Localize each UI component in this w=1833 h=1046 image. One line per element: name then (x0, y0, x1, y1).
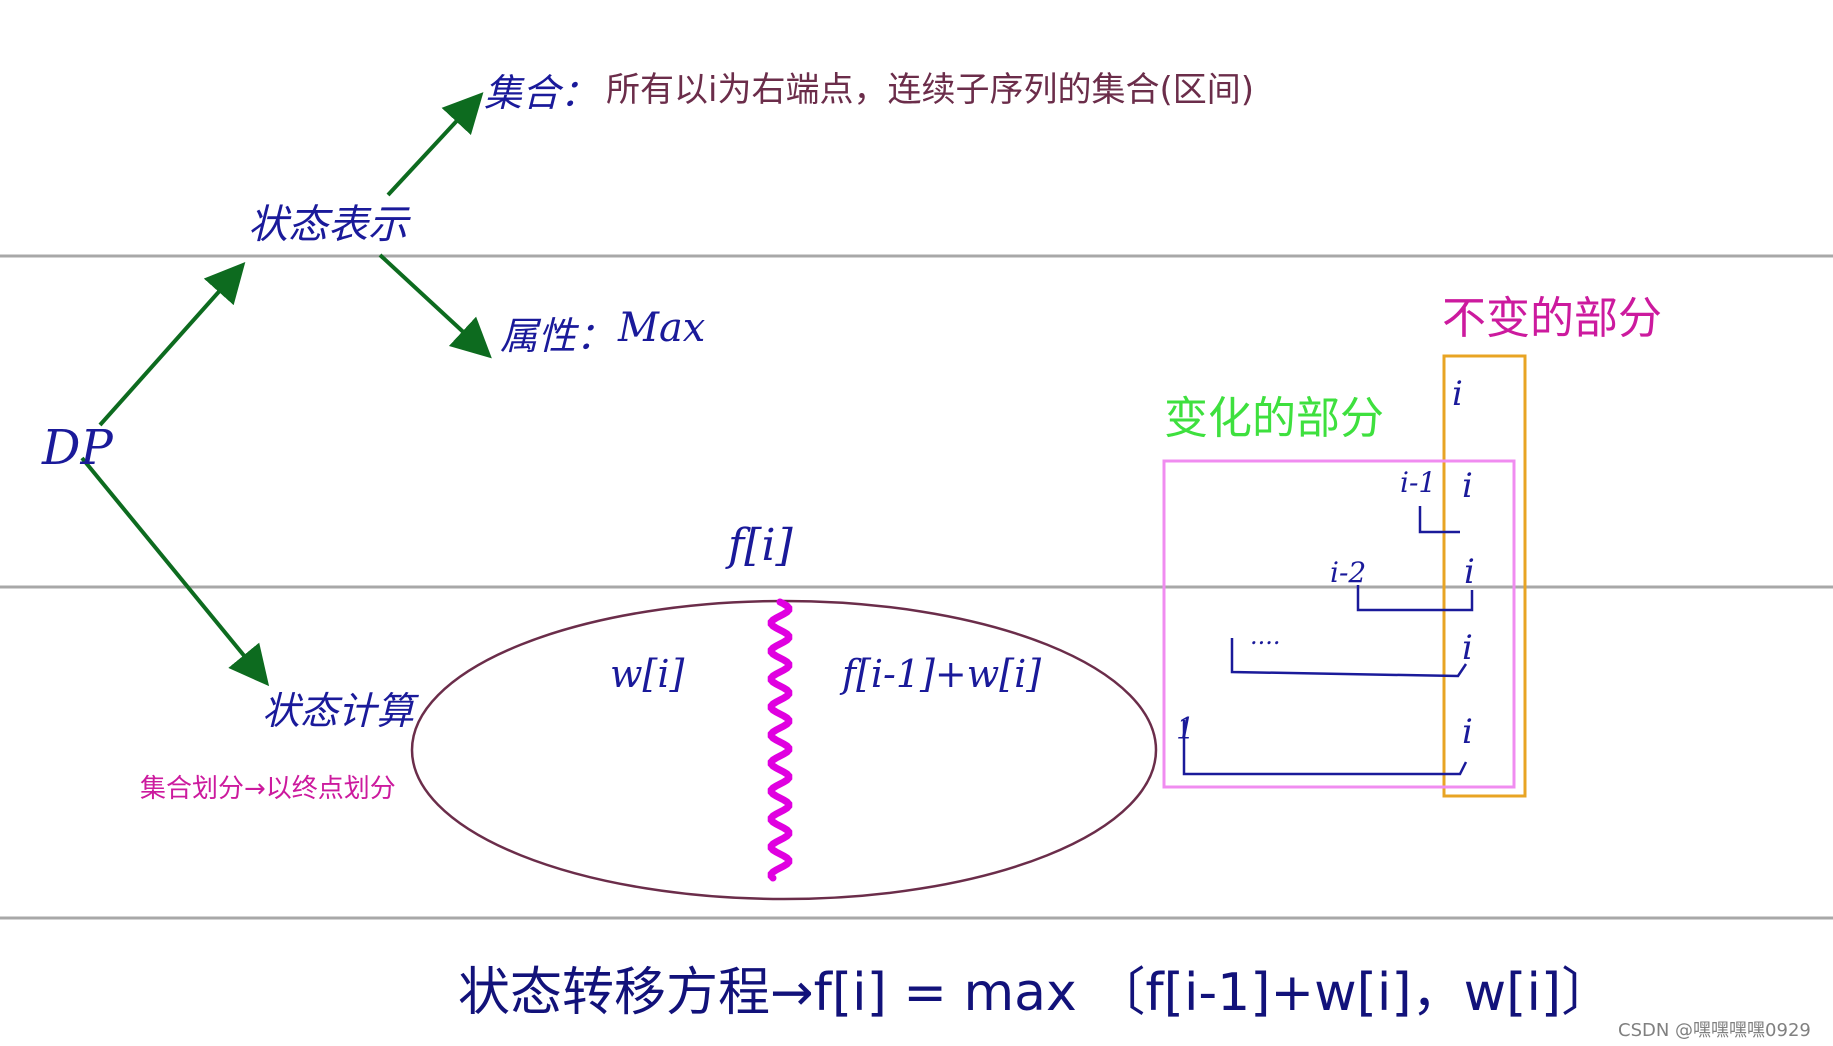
dp-label: DP (42, 420, 113, 476)
segment-bracket-2 (1356, 585, 1474, 612)
i-mark-5: i (1462, 712, 1473, 752)
set-definition: 所有以i为右端点，连续子序列的集合(区间) (606, 70, 1254, 110)
partition-note: 集合划分→以终点划分 (140, 774, 396, 804)
transition-equation: 状态转移方程→f[i] = max 〔f[i-1]+w[i]，w[i]〕 (458, 963, 1614, 1023)
i-mark-1: i (1452, 374, 1463, 414)
i-minus-2-label: i-2 (1330, 556, 1367, 589)
set-label: 集合： (484, 71, 599, 115)
unchanged-label: 不变的部分 (1442, 293, 1662, 344)
ellipse-right-label: f[i-1]+w[i] (842, 652, 1042, 696)
ellipse-left-label: w[i] (610, 652, 685, 696)
changed-label: 变化的部分 (1164, 393, 1384, 444)
unchanged-box (1442, 354, 1527, 798)
i-mark-3: i (1464, 552, 1475, 592)
segment-bracket-1 (1418, 506, 1460, 534)
segment-bracket-4 (1182, 720, 1468, 776)
i-mark-4: i (1462, 628, 1473, 668)
segment-bracket-3 (1230, 638, 1468, 678)
attribute-value: Max (618, 305, 706, 351)
i-minus-1-label: i-1 (1400, 466, 1437, 499)
changed-box (1162, 459, 1516, 789)
state-representation-label: 状态表示 (248, 202, 408, 248)
arrow-dp-to-state-representation (98, 262, 246, 427)
arrow-to-attribute (378, 253, 492, 359)
one-label: 1 (1176, 712, 1196, 747)
i-mark-2: i (1462, 466, 1473, 506)
ellipsis-label: .... (1250, 622, 1281, 650)
watermark: CSDN @嘿嘿嘿嘿0929 (1618, 1020, 1811, 1041)
state-computation-label: 状态计算 (262, 689, 415, 733)
ellipse-top-label: f[i] (728, 520, 793, 571)
arrow-to-set (386, 92, 484, 197)
wavy-divider (767, 598, 793, 882)
arrow-dp-to-state-computation (80, 456, 270, 687)
attribute-label: 属性： (500, 314, 615, 358)
